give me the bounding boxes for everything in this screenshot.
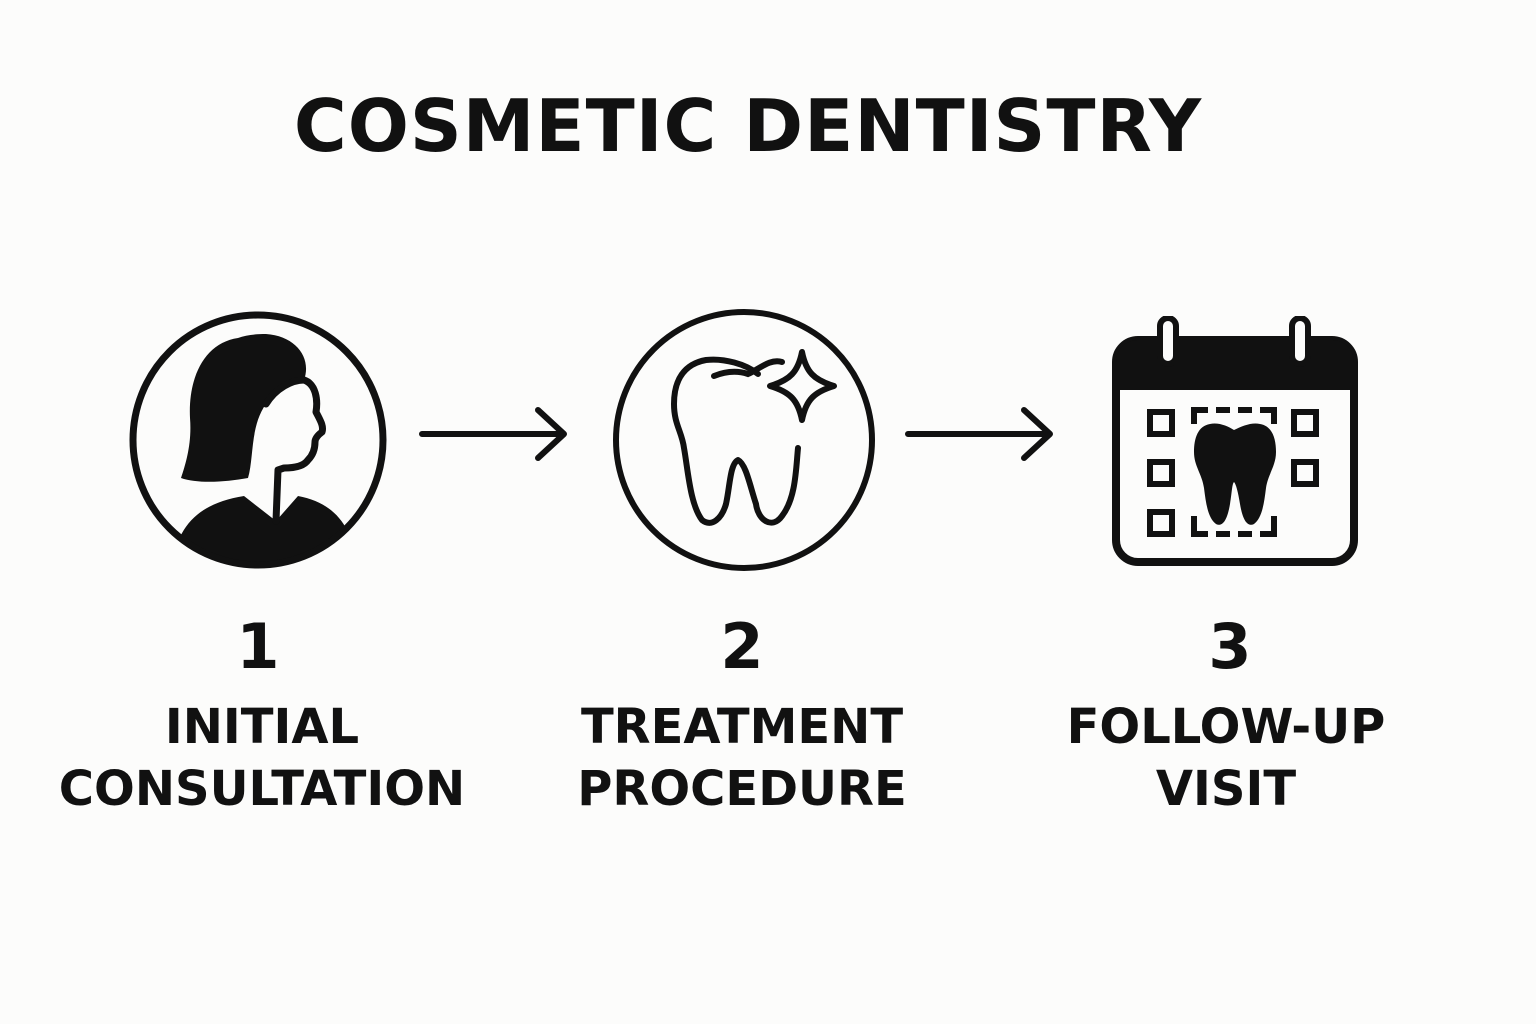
step-number-2: 2 bbox=[720, 610, 764, 683]
calendar-tooth-icon bbox=[1112, 316, 1358, 566]
step-number-1: 1 bbox=[236, 610, 280, 683]
step-label-line: VISIT bbox=[1155, 761, 1297, 817]
step-label-line: INITIAL bbox=[164, 699, 360, 755]
arrow-right-icon bbox=[905, 407, 1053, 461]
step-label-2: TREATMENT PROCEDURE bbox=[532, 696, 952, 820]
step-number-3: 3 bbox=[1208, 610, 1252, 683]
diagram-title: COSMETIC DENTISTRY bbox=[293, 84, 1203, 168]
step-label-line: CONSULTATION bbox=[58, 761, 466, 817]
step-label-line: TREATMENT bbox=[580, 699, 904, 755]
arrow-right-icon bbox=[419, 407, 567, 461]
step-label-line: PROCEDURE bbox=[577, 761, 907, 817]
step-label-1: INITIAL CONSULTATION bbox=[52, 696, 472, 820]
step-label-3: FOLLOW-UP VISIT bbox=[1016, 696, 1436, 820]
person-profile-icon bbox=[129, 311, 387, 569]
tooth-sparkle-icon bbox=[613, 309, 875, 571]
step-label-line: FOLLOW-UP bbox=[1066, 699, 1386, 755]
